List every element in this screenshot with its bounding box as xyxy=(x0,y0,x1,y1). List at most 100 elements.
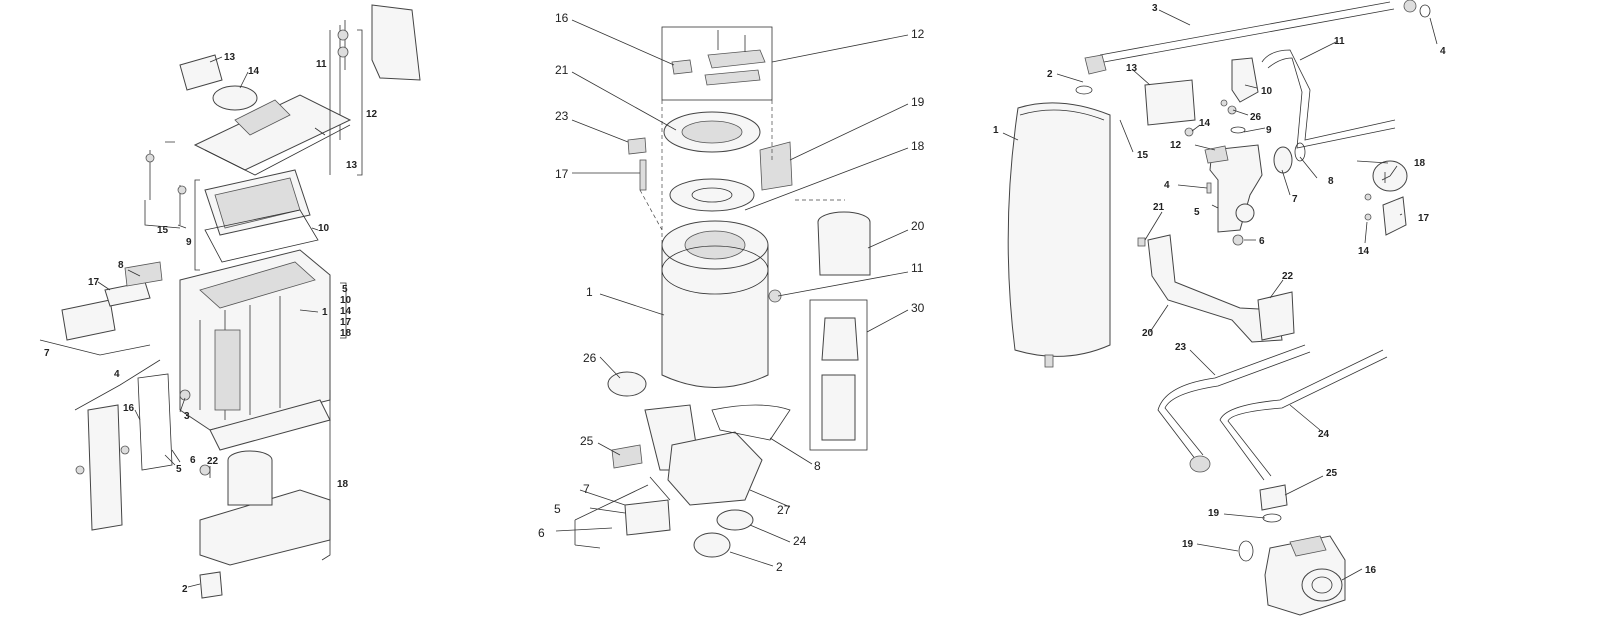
callout-16: 16 xyxy=(555,11,569,25)
gasket-13 xyxy=(179,54,223,91)
pipe-11 xyxy=(1261,49,1396,149)
callout-5: 5 xyxy=(554,502,561,516)
callout-4: 4 xyxy=(1440,46,1446,57)
pipe-23 xyxy=(1157,344,1311,461)
callout-6: 6 xyxy=(190,455,196,466)
callout-20: 20 xyxy=(1142,328,1154,339)
callout-9: 9 xyxy=(1266,125,1272,136)
callout-7: 7 xyxy=(583,482,590,496)
gauge-bracket xyxy=(1382,196,1407,236)
callout-25: 25 xyxy=(580,434,594,448)
callout-24: 24 xyxy=(1318,429,1330,440)
callout-18: 18 xyxy=(337,479,349,490)
cup-2 xyxy=(199,571,223,599)
callout-26: 26 xyxy=(583,351,597,365)
inspection-plate xyxy=(87,404,123,531)
callout-14c: 14 xyxy=(340,306,352,317)
nut-25 xyxy=(1259,484,1288,511)
mounting-bracket-20 xyxy=(1147,234,1283,343)
callout-6: 6 xyxy=(538,526,545,540)
callout-12: 12 xyxy=(366,109,378,120)
callout-16: 16 xyxy=(1365,565,1377,576)
nut-2 xyxy=(693,532,731,558)
callout-6: 6 xyxy=(1259,236,1265,247)
callout-10: 10 xyxy=(318,223,330,234)
o-ring-14 xyxy=(212,85,258,111)
callout-13: 13 xyxy=(224,52,236,63)
burner-assembly: 16 12 21 19 23 18 17 20 11 1 30 26 25 8 … xyxy=(538,11,925,574)
hydraulic-fitting xyxy=(1209,144,1263,233)
callout-16: 16 xyxy=(123,403,135,414)
callout-11: 11 xyxy=(316,59,327,70)
callout-7: 7 xyxy=(44,348,50,359)
filter-kit-box xyxy=(809,299,868,451)
callout-14: 14 xyxy=(248,66,260,77)
expansion-vessel xyxy=(1007,102,1111,357)
callout-27: 27 xyxy=(777,503,791,517)
pipe-3 xyxy=(1099,1,1395,63)
callout-1: 1 xyxy=(322,307,328,318)
callout-10: 10 xyxy=(1261,86,1273,97)
callout-12: 12 xyxy=(1170,140,1182,151)
callout-5: 5 xyxy=(342,284,348,295)
callout-9: 9 xyxy=(186,237,192,248)
callout-4b: 4 xyxy=(1164,180,1170,191)
callout-12: 12 xyxy=(911,27,925,41)
pipe-24 xyxy=(1219,349,1388,481)
callout-25: 25 xyxy=(1326,468,1338,479)
callout-18: 18 xyxy=(1414,158,1426,169)
callout-14: 14 xyxy=(1199,118,1211,129)
callout-2: 2 xyxy=(1047,69,1053,80)
callout-20: 20 xyxy=(911,219,925,233)
callout-22: 22 xyxy=(1282,271,1294,282)
callout-17: 17 xyxy=(88,277,100,288)
callout-11: 11 xyxy=(1334,36,1345,47)
electrode-plate xyxy=(61,299,116,341)
condensate-trap xyxy=(667,431,763,506)
callout-10c: 10 xyxy=(340,295,352,306)
callout-26: 26 xyxy=(1250,112,1262,123)
fixing-kit-box xyxy=(661,26,773,101)
callout-19b: 19 xyxy=(1182,539,1194,550)
insert-tube xyxy=(817,221,871,276)
callout-13: 13 xyxy=(1126,63,1138,74)
callout-21: 21 xyxy=(1153,202,1165,213)
callout-18c: 18 xyxy=(340,328,352,339)
callout-11: 11 xyxy=(911,261,924,275)
callout-13b: 13 xyxy=(346,160,358,171)
burner-gasket xyxy=(669,178,755,212)
callout-8: 8 xyxy=(1328,176,1334,187)
mounting-bracket xyxy=(371,4,421,81)
callout-8: 8 xyxy=(118,260,124,271)
callout-17: 17 xyxy=(555,167,569,181)
callout-15: 15 xyxy=(1137,150,1149,161)
callout-5b: 5 xyxy=(176,464,182,475)
callout-17: 17 xyxy=(1418,213,1430,224)
plate-13 xyxy=(1144,79,1196,126)
callout-19: 19 xyxy=(911,95,925,109)
callout-3: 3 xyxy=(184,411,190,422)
callout-18: 18 xyxy=(911,139,925,153)
filter-grid xyxy=(624,499,671,536)
callout-23: 23 xyxy=(555,109,569,123)
callout-15: 15 xyxy=(157,225,169,236)
hydraulic-assembly: 3 4 2 13 11 10 1 26 14 9 15 12 8 7 18 4 … xyxy=(993,0,1446,616)
seal-8 xyxy=(711,404,791,441)
callout-5: 5 xyxy=(1194,207,1200,218)
callout-17c: 17 xyxy=(340,317,352,328)
callout-1: 1 xyxy=(993,125,999,136)
callout-1: 1 xyxy=(586,285,593,299)
callout-30: 30 xyxy=(911,301,925,315)
callout-7: 7 xyxy=(1292,194,1298,205)
callout-22: 22 xyxy=(207,456,219,467)
callout-24: 24 xyxy=(793,534,807,548)
heat-exchanger-assembly: 13 14 11 12 13 15 9 10 8 17 7 5 10 14 17… xyxy=(39,4,421,599)
callout-4: 4 xyxy=(114,369,120,380)
o-ring-26 xyxy=(607,371,647,397)
callout-2: 2 xyxy=(776,560,783,574)
safety-valve xyxy=(1231,57,1259,103)
nut-7 xyxy=(1273,146,1293,174)
callout-21: 21 xyxy=(555,63,569,77)
callout-23: 23 xyxy=(1175,342,1187,353)
